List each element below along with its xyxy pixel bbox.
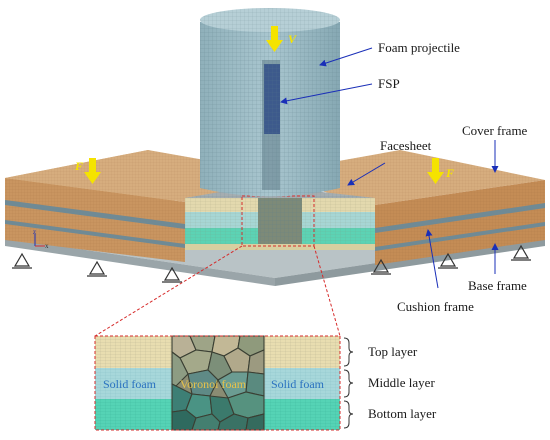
support-icon <box>438 252 458 269</box>
force-label-left: F <box>74 159 83 173</box>
label-foam-projectile: Foam projectile <box>378 40 460 55</box>
label-facesheet: Facesheet <box>380 138 432 153</box>
support-icon <box>371 258 391 275</box>
axis-indicator: z x <box>33 228 49 250</box>
inset-solid-foam-left: Solid foam <box>103 377 157 391</box>
label-middle-layer: Middle layer <box>368 375 435 390</box>
velocity-label: V <box>288 32 297 46</box>
support-icon <box>87 260 107 277</box>
layer-braces <box>343 337 354 429</box>
inset-solid-foam-right: Solid foam <box>271 377 325 391</box>
support-icon <box>12 252 32 269</box>
inset-panel: Solid foam Voronoi foam Solid foam <box>94 335 341 431</box>
label-top-layer: Top layer <box>368 344 418 359</box>
label-bottom-layer: Bottom layer <box>368 406 437 421</box>
support-icon <box>511 244 531 261</box>
label-cushion-frame: Cushion frame <box>397 299 474 314</box>
force-arrow-left <box>84 158 101 184</box>
zoom-connectors <box>94 245 341 337</box>
support-icons <box>12 244 531 283</box>
axis-z-label: z <box>33 228 36 236</box>
force-arrow-right <box>427 158 444 184</box>
axis-x-label: x <box>45 242 49 250</box>
label-fsp: FSP <box>378 76 400 91</box>
support-icon <box>162 266 182 283</box>
voronoi-foam-block <box>171 335 265 431</box>
inset-voronoi-foam: Voronoi foam <box>180 377 247 391</box>
leader-lines <box>280 47 499 289</box>
label-cover-frame: Cover frame <box>462 123 528 138</box>
core-block <box>185 185 375 250</box>
force-label-right: F <box>445 166 454 180</box>
label-base-frame: Base frame <box>468 278 527 293</box>
velocity-arrow <box>266 26 283 52</box>
